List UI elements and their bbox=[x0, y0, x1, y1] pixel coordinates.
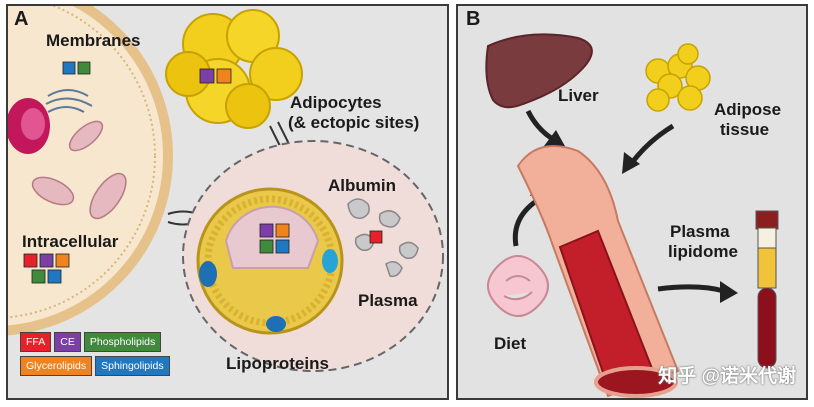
liver-icon bbox=[485, 33, 593, 109]
legend-phospholipids: Phospholipids bbox=[83, 332, 162, 352]
diet-label: Diet bbox=[494, 334, 527, 353]
legend-ce: CE bbox=[54, 332, 81, 352]
phospholipid-marker bbox=[77, 61, 91, 75]
plasma-label: Plasma bbox=[358, 291, 418, 310]
cell-icon bbox=[8, 6, 173, 336]
albumin-label: Albumin bbox=[328, 176, 396, 195]
watermark: 知乎 @诺米代谢 bbox=[658, 366, 796, 387]
legend-glycerolipids: Glycerolipids bbox=[20, 356, 93, 376]
panel-a-letter: A bbox=[14, 8, 29, 30]
panel-b: B Liver Adipose tissue Plasma lipidome D… bbox=[456, 4, 808, 400]
legend-row-1: FFA CE Phospholipids bbox=[20, 332, 162, 352]
plasma-lipidome-label-line2: lipidome bbox=[668, 242, 738, 261]
panel-b-illustration bbox=[485, 33, 779, 398]
intracellular-label: Intracellular bbox=[22, 232, 119, 251]
plasma-lipidome-label-line1: Plasma bbox=[670, 222, 730, 241]
ffa-marker bbox=[369, 230, 383, 244]
blood-tube-icon bbox=[755, 210, 779, 369]
adipose-icon bbox=[645, 43, 711, 112]
legend-sphingolipids: Sphingolipids bbox=[95, 356, 170, 376]
adipose-label: Adipose bbox=[714, 100, 782, 119]
panel-a-illustration bbox=[8, 6, 444, 372]
adipocytes-label: Adipocytes bbox=[290, 93, 382, 112]
ectopic-sites-label: (& ectopic sites) bbox=[288, 113, 420, 132]
panel-b-letter: B bbox=[466, 8, 481, 30]
lipoprotein-icon bbox=[196, 187, 344, 335]
sphingolipid-marker bbox=[62, 61, 76, 75]
liver-label: Liver bbox=[558, 86, 599, 105]
adipocytes-icon bbox=[165, 9, 303, 129]
membranes-label: Membranes bbox=[46, 31, 141, 50]
lipoproteins-label: Lipoproteins bbox=[226, 354, 329, 373]
legend-ffa: FFA bbox=[20, 332, 52, 352]
intestine-icon bbox=[487, 255, 549, 317]
tissue-label: tissue bbox=[720, 120, 770, 139]
intracellular-lipid-markers bbox=[23, 253, 70, 284]
albumin-icon bbox=[347, 198, 419, 278]
legend-row-2: Glycerolipids Sphingolipids bbox=[20, 356, 170, 376]
panel-a: A Membranes Adipocytes (& ectopic sites)… bbox=[6, 4, 449, 400]
